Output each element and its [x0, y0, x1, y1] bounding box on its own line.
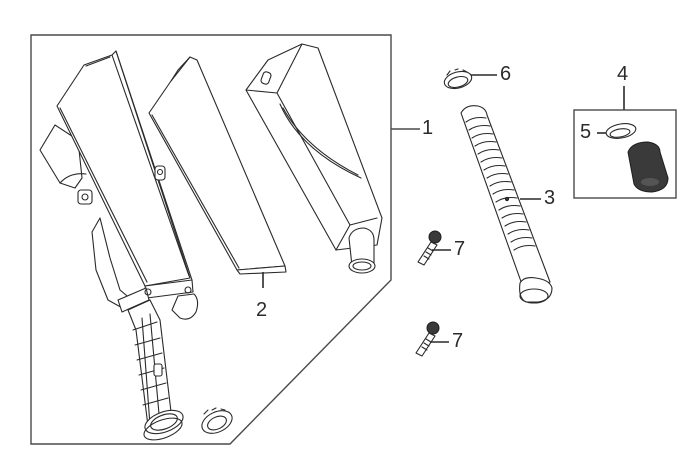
assembly-frame: [30, 34, 392, 445]
corrugated-hose: [460, 105, 553, 304]
callout-label-1: 1: [422, 117, 434, 139]
filter-element: [148, 56, 287, 288]
sub-assembly-frame: [573, 109, 677, 199]
air-box-case: [39, 50, 199, 441]
callout-label-4: 4: [617, 63, 629, 85]
bolt-7-upper: [417, 230, 451, 266]
air-box-cover: [245, 43, 383, 274]
callout-label-7-upper: 7: [454, 238, 466, 260]
sub-assembly-4: [573, 86, 677, 199]
callout-label-5: 5: [580, 121, 592, 143]
callout-label-3: 3: [544, 187, 556, 209]
callout-label-6: 6: [500, 63, 512, 85]
callout-label-7-lower: 7: [452, 330, 464, 352]
rubber-cap: [627, 141, 669, 193]
callout-label-2: 2: [256, 299, 268, 321]
bolt-7-lower: [415, 321, 449, 357]
hose-clamp-6: [443, 68, 497, 90]
intake-clamp: [201, 407, 233, 434]
